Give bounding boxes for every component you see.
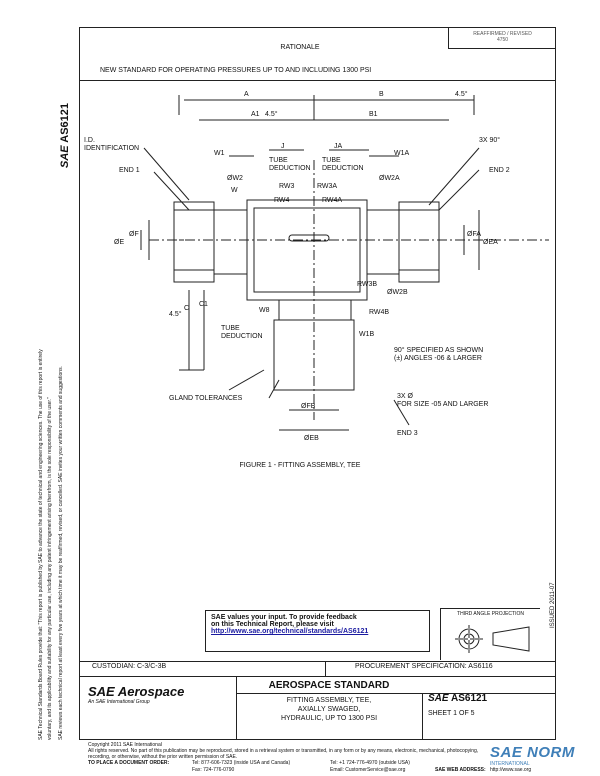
footer-copyright: Copyright 2011 SAE International bbox=[88, 742, 162, 748]
lbl-RW4B: RW4B bbox=[369, 309, 389, 316]
feedback-line1: SAE values your input. To provide feedba… bbox=[211, 614, 357, 621]
lbl-ident: I.D.IDENTIFICATION bbox=[84, 137, 139, 152]
watermark: SAE NORM INTERNATIONAL bbox=[490, 744, 600, 774]
title-line1: FITTING ASSEMBLY, TEE, bbox=[286, 697, 372, 704]
procurement: PROCUREMENT SPECIFICATION: AS6116 bbox=[355, 663, 493, 670]
disclaimer-line2: voluntary, and its applicability and sui… bbox=[47, 397, 53, 740]
footer-web-label: SAE WEB ADDRESS: bbox=[435, 767, 486, 773]
lbl-RW4A: RW4A bbox=[322, 197, 342, 204]
lbl-end1: END 1 bbox=[119, 167, 140, 174]
lbl-gland: GLAND TOLERANCES bbox=[169, 395, 243, 402]
doc-info-line1: REAFFIRMED / REVISED bbox=[473, 31, 532, 37]
lbl-B1: B1 bbox=[369, 111, 378, 118]
rationale-divider bbox=[79, 80, 556, 81]
lbl-W1B: W1B bbox=[359, 331, 375, 338]
left-sae-mark: SAE bbox=[59, 145, 71, 168]
custodian-top-line bbox=[79, 661, 556, 662]
title-doc-number-text: AS6121 bbox=[450, 693, 488, 704]
lbl-RW3A: RW3A bbox=[317, 183, 337, 190]
custodian: CUSTODIAN: C-3/C-3B bbox=[92, 663, 167, 670]
title-line2: AXIALLY SWAGED, bbox=[297, 706, 361, 713]
watermark-text: SAE NORM bbox=[490, 744, 575, 761]
issued-date: ISSUED 2011-07 bbox=[550, 582, 556, 628]
lbl-E: ØE bbox=[114, 239, 124, 246]
watermark-sub: INTERNATIONAL bbox=[490, 761, 530, 767]
logo-text: SAE Aerospace bbox=[88, 684, 185, 699]
lbl-W2: ØW2 bbox=[227, 175, 243, 182]
lbl-W: W bbox=[231, 187, 238, 194]
lbl-C1: C1 bbox=[199, 301, 208, 308]
lbl-W8: W8 bbox=[259, 307, 270, 314]
lbl-A: A bbox=[244, 91, 249, 98]
projection-symbol bbox=[455, 625, 530, 653]
rationale-title: RATIONALE bbox=[280, 44, 320, 51]
lbl-angle-note: 90° SPECIFIED AS SHOWN(±) ANGLES -06 & L… bbox=[394, 346, 483, 362]
lbl-end3: END 3 bbox=[397, 430, 418, 437]
projection-label: THIRD ANGLE PROJECTION bbox=[457, 611, 524, 617]
footer-tel1: Tel: 877-606-7323 (inside USA and Canada… bbox=[192, 760, 291, 766]
disclaimer-line3: SAE reviews each technical report at lea… bbox=[58, 366, 64, 740]
lbl-RW4: RW4 bbox=[274, 197, 290, 204]
lbl-dim-b-top: 4.5° bbox=[455, 90, 468, 98]
standard-heading: AEROSPACE STANDARD bbox=[268, 680, 390, 691]
doc-info-box: REAFFIRMED / REVISED 4750 bbox=[448, 27, 556, 49]
lbl-B: B bbox=[379, 91, 384, 98]
lbl-RW3B: RW3B bbox=[357, 281, 377, 288]
feedback-line2: on this Technical Report, please visit bbox=[211, 621, 334, 628]
logo-sub: An SAE International Group bbox=[88, 699, 150, 705]
lbl-W2B: ØW2B bbox=[387, 289, 408, 296]
title-divider-2 bbox=[422, 693, 423, 740]
fitting-drawing: A B A1 B1 J JA W1 W1A ØW2 W ØW2A RW3 RW3… bbox=[84, 90, 549, 442]
figure-caption: FIGURE 1 - FITTING ASSEMBLY, TEE bbox=[239, 462, 361, 469]
lbl-C: C bbox=[184, 305, 189, 312]
footer-fax: Fax: 724-776-0790 bbox=[192, 767, 235, 773]
footer-tel2: Tel: +1 724-776-4970 (outside USA) bbox=[330, 760, 410, 766]
lbl-W1A: W1A bbox=[394, 150, 410, 157]
lbl-JA: JA bbox=[334, 143, 343, 150]
footer-rights1: All rights reserved. No part of this pub… bbox=[88, 748, 479, 754]
lbl-note-3x: 3X 90° bbox=[479, 136, 500, 144]
projection-box: THIRD ANGLE PROJECTION bbox=[440, 608, 540, 660]
footer-web[interactable]: http://www.sae.org bbox=[490, 767, 532, 773]
heading-underline bbox=[236, 693, 556, 694]
left-column-divider bbox=[79, 80, 80, 510]
rationale-text: NEW STANDARD FOR OPERATING PRESSURES UP … bbox=[100, 67, 372, 74]
lbl-A1: A1 bbox=[251, 111, 260, 118]
disclaimer-line1: SAE Technical Standards Board Rules prov… bbox=[38, 349, 44, 740]
sae-aerospace-logo: SAE Aerospace An SAE International Group bbox=[88, 684, 228, 705]
left-doc-number-text: AS6121 bbox=[59, 102, 71, 143]
footer-email: Email: CustomerService@sae.org bbox=[330, 767, 406, 773]
title-divider-1 bbox=[236, 676, 237, 740]
procurement-divider bbox=[325, 661, 326, 676]
lbl-WA: ØW2A bbox=[379, 175, 400, 182]
title-line3: HYDRAULIC, UP TO 1300 PSI bbox=[280, 715, 378, 722]
feedback-link[interactable]: http://www.sae.org/technical/standards/A… bbox=[211, 628, 369, 635]
feedback-box: SAE values your input. To provide feedba… bbox=[205, 610, 430, 652]
footer-order-label: TO PLACE A DOCUMENT ORDER: bbox=[88, 760, 170, 766]
lbl-end2: END 2 bbox=[489, 167, 510, 174]
left-doc-number: SAE AS6121 bbox=[59, 103, 71, 168]
title-doc-number: SAE AS6121 bbox=[428, 693, 487, 704]
footer-rights2: recording, or otherwise, without the pri… bbox=[88, 754, 238, 760]
title-sae-mark: SAE bbox=[428, 693, 449, 704]
lbl-dim-a-top: 4.5° bbox=[265, 110, 278, 118]
lbl-FB: ØFB bbox=[301, 403, 316, 410]
lbl-RW3: RW3 bbox=[279, 183, 295, 190]
sheet-number: SHEET 1 OF 5 bbox=[428, 710, 475, 717]
lbl-F: ØF bbox=[129, 231, 139, 238]
lbl-W1: W1 bbox=[214, 150, 225, 157]
title-block-top-line bbox=[79, 676, 556, 677]
lbl-J: J bbox=[281, 143, 285, 150]
doc-info-line2: 4750 bbox=[496, 37, 509, 43]
lbl-EA: ØEA bbox=[483, 239, 498, 246]
lbl-EB: ØEB bbox=[304, 435, 319, 442]
lbl-dim45: 4.5° bbox=[169, 310, 182, 318]
lbl-FA: ØFA bbox=[467, 231, 481, 238]
